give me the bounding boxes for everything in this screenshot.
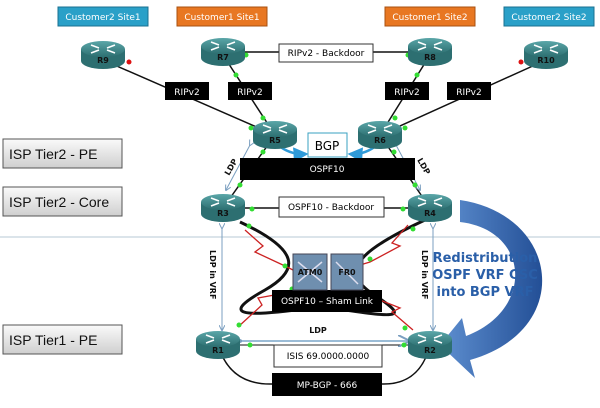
label-ldp-in-vrf: LDP in VRF xyxy=(420,250,429,299)
label-ripv2: RIPv2 xyxy=(228,82,272,100)
svg-text:RIPv2: RIPv2 xyxy=(237,88,262,98)
site-customer1-site2: Customer1 Site2 xyxy=(384,6,476,27)
tier-label-tier1-pe: ISP Tier1 - PE xyxy=(2,324,123,355)
router-icon-r3[interactable]: R3 xyxy=(201,194,245,222)
svg-text:R7: R7 xyxy=(217,53,229,62)
svg-text:Redistribution: Redistribution xyxy=(433,251,538,266)
svg-text:R2: R2 xyxy=(424,346,436,355)
label-ripv2: RIPv2 xyxy=(385,82,429,100)
redistribution-arrow-icon xyxy=(440,200,543,378)
svg-text:OSPF10: OSPF10 xyxy=(310,165,345,175)
router-icon-r10[interactable]: R10 xyxy=(524,41,568,69)
svg-text:R10: R10 xyxy=(537,56,555,65)
svg-text:into BGP VRF: into BGP VRF xyxy=(437,285,534,300)
label-mp-bgp: MP-BGP - 666 xyxy=(272,373,382,396)
svg-text:ATM0: ATM0 xyxy=(298,268,323,277)
label-ospf-backdoor: OSPF10 - Backdoor xyxy=(278,196,385,218)
svg-text:R9: R9 xyxy=(97,56,109,65)
svg-text:MP-BGP - 666: MP-BGP - 666 xyxy=(297,381,358,391)
svg-text:R8: R8 xyxy=(424,53,436,62)
router-icon-r2[interactable]: R2 xyxy=(408,331,452,359)
label-ldp-in-vrf: LDP in VRF xyxy=(208,250,217,299)
svg-text:RIPv2 - Backdoor: RIPv2 - Backdoor xyxy=(288,49,365,59)
svg-text:Customer2 Site1: Customer2 Site1 xyxy=(65,13,140,23)
svg-text:Customer1 Site1: Customer1 Site1 xyxy=(184,13,259,23)
label-rip-backdoor: RIPv2 - Backdoor xyxy=(278,43,374,63)
svg-text:RIPv2: RIPv2 xyxy=(174,88,199,98)
svg-text:R4: R4 xyxy=(424,209,436,218)
label-sham-link: OSPF10 – Sham Link xyxy=(272,290,382,312)
svg-text:FR0: FR0 xyxy=(338,268,356,277)
svg-text:ISP Tier2 - Core: ISP Tier2 - Core xyxy=(9,194,109,210)
label-bgp: BGP xyxy=(307,132,348,158)
label-ripv2: RIPv2 xyxy=(447,82,491,100)
fr-switch-icon: FR0 xyxy=(330,253,364,291)
tier-label-tier2-pe: ISP Tier2 - PE xyxy=(2,138,123,169)
svg-text:ISP Tier1 - PE: ISP Tier1 - PE xyxy=(9,332,97,348)
svg-text:OSPF VRF CSC: OSPF VRF CSC xyxy=(432,268,538,283)
svg-text:ISP Tier2 - PE: ISP Tier2 - PE xyxy=(9,146,97,162)
site-customer2-site1: Customer2 Site1 xyxy=(57,6,149,27)
label-ldp: LDP xyxy=(223,157,240,177)
svg-text:R5: R5 xyxy=(269,136,281,145)
svg-text:R1: R1 xyxy=(212,346,224,355)
atm-switch-icon: ATM0 xyxy=(292,253,328,291)
svg-text:BGP: BGP xyxy=(315,139,340,153)
svg-text:R3: R3 xyxy=(217,209,229,218)
router-icon-r5[interactable]: R5 xyxy=(253,121,297,149)
label-isis: ISIS 69.0000.0000 xyxy=(273,344,383,368)
svg-text:OSPF10 – Sham Link: OSPF10 – Sham Link xyxy=(281,297,374,307)
site-customer2-site2: Customer2 Site2 xyxy=(503,6,595,27)
router-icon-r7[interactable]: R7 xyxy=(201,38,245,66)
label-ldp: LDP xyxy=(309,326,327,335)
router-icon-r1[interactable]: R1 xyxy=(196,331,240,359)
svg-text:Customer1 Site2: Customer1 Site2 xyxy=(392,13,467,23)
svg-text:ISIS 69.0000.0000: ISIS 69.0000.0000 xyxy=(287,352,370,362)
svg-text:RIPv2: RIPv2 xyxy=(456,88,481,98)
label-ripv2: RIPv2 xyxy=(165,82,209,100)
router-icon-r4[interactable]: R4 xyxy=(408,194,452,222)
tier-label-tier2-core: ISP Tier2 - Core xyxy=(2,186,123,217)
svg-text:RIPv2: RIPv2 xyxy=(394,88,419,98)
router-icon-r6[interactable]: R6 xyxy=(358,121,402,149)
redistribution-text: Redistribution OSPF VRF CSC into BGP VRF xyxy=(432,251,538,300)
label-ldp: LDP xyxy=(415,157,432,177)
router-icon-r9[interactable]: R9 xyxy=(81,41,125,69)
svg-text:R6: R6 xyxy=(374,136,386,145)
svg-text:OSPF10 - Backdoor: OSPF10 - Backdoor xyxy=(288,203,374,213)
router-icon-r8[interactable]: R8 xyxy=(408,38,452,66)
site-customer1-site1: Customer1 Site1 xyxy=(176,6,268,27)
svg-text:Customer2 Site2: Customer2 Site2 xyxy=(511,13,586,23)
label-ospf10: OSPF10 xyxy=(240,158,415,180)
